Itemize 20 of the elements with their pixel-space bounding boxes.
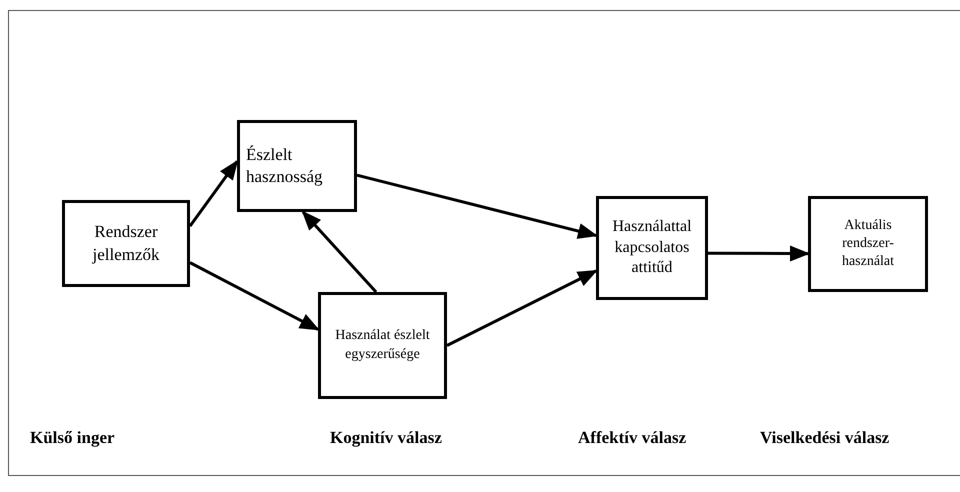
stage-label: Külső inger	[30, 428, 115, 448]
box-label: Használat észlelt egyszerűsége	[334, 327, 431, 364]
process-box	[318, 292, 447, 399]
process-box	[62, 200, 190, 287]
stage-label: Kognitív válasz	[330, 428, 442, 448]
box-label: Észlelt hasznosság	[246, 144, 324, 188]
process-box	[596, 196, 708, 300]
arrow	[356, 174, 598, 239]
process-box	[237, 120, 357, 212]
process-box	[808, 196, 928, 292]
arrow	[189, 261, 320, 331]
box-label: Aktuális rendszer-használat	[840, 216, 896, 272]
box-label: Használattal kapcsolatos attitűd	[611, 216, 693, 278]
arrow	[302, 210, 378, 294]
stage-label: Viselkedési válasz	[760, 428, 890, 448]
arrow	[446, 270, 598, 347]
stage-label: Affektív válasz	[578, 428, 686, 448]
arrow	[708, 246, 810, 262]
arrow	[188, 160, 238, 227]
box-label: Rendszer jellemzők	[91, 221, 161, 266]
